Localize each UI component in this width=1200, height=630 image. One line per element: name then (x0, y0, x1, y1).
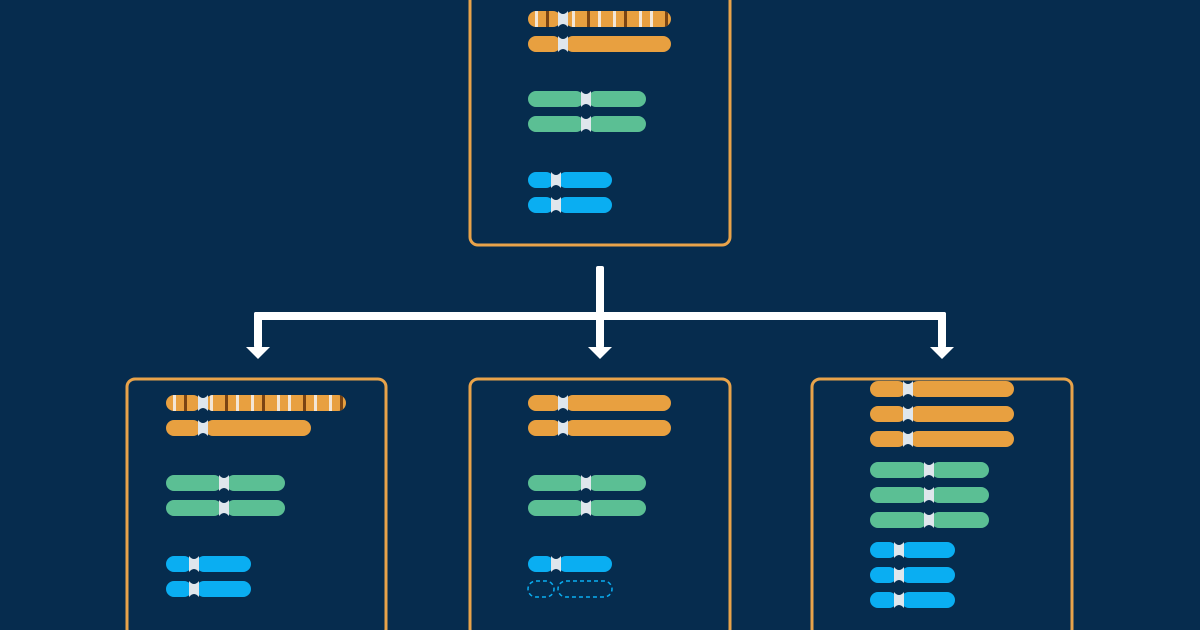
daughter-middle-chromosome-green (528, 475, 646, 491)
centromere (903, 406, 913, 422)
chromosome-icon (870, 567, 955, 583)
daughter-cell-icon (125, 377, 388, 630)
daughter-left-chromosome-green (166, 500, 285, 516)
daughter-right-chromosome-blue (870, 542, 955, 558)
daughter-left-chromosome-orange-short (166, 420, 311, 436)
chromosome-icon (528, 172, 612, 188)
arrow-down-icon (930, 347, 954, 359)
centromere (894, 567, 904, 583)
centromere (551, 556, 561, 572)
centromere (558, 420, 568, 436)
daughter-left-chromosome-blue (166, 581, 251, 597)
connector-stem (596, 266, 604, 348)
centromere (581, 116, 591, 132)
daughter-right-chromosome-green (870, 512, 989, 528)
centromere (558, 395, 568, 411)
daughter-right-chromosome-blue (870, 592, 955, 608)
parent-chromosome-blue (528, 197, 612, 213)
chromosome-icon (528, 556, 612, 572)
chromosome-icon (528, 11, 671, 27)
daughter-middle-chromosome-green (528, 500, 646, 516)
division-connectors (246, 266, 954, 359)
centromere (581, 475, 591, 491)
daughter-cell-left (125, 377, 388, 630)
arrow-down-icon (246, 347, 270, 359)
daughter-right-chromosome-orange (870, 381, 1014, 397)
centromere (198, 395, 208, 411)
chromosome-icon (870, 542, 955, 558)
centromere (198, 420, 208, 436)
centromere (924, 462, 934, 478)
daughter-middle-chromosome-orange (528, 395, 671, 411)
daughter-cell-right (810, 377, 1074, 630)
daughter-right-chromosome-green (870, 462, 989, 478)
chromosome-icon (528, 420, 671, 436)
centromere (903, 431, 913, 447)
connector-drop-left (254, 312, 262, 348)
daughter-cell-middle (468, 377, 732, 630)
missing-chromosome-arm (557, 580, 613, 598)
parent-chromosome-orange-banded (528, 11, 671, 27)
chromosome-icon (870, 431, 1014, 447)
daughter-right-chromosome-orange (870, 406, 1014, 422)
centromere (894, 542, 904, 558)
centromere (219, 475, 229, 491)
chromosome-icon (166, 581, 251, 597)
chromosome-icon (528, 395, 671, 411)
parent-cell-icon (468, 0, 732, 247)
centromere (189, 581, 199, 597)
chromosome-icon (528, 36, 671, 52)
daughter-middle-chromosome-orange (528, 420, 671, 436)
centromere (581, 91, 591, 107)
parent-cell (468, 0, 732, 247)
chromosome-icon (870, 406, 1014, 422)
missing-chromosome-arm (527, 580, 555, 598)
centromere (189, 556, 199, 572)
centromere (551, 172, 561, 188)
chromosome-icon (528, 197, 612, 213)
centromere (924, 512, 934, 528)
daughter-right-chromosome-blue (870, 567, 955, 583)
parent-chromosome-green (528, 91, 646, 107)
connector-drop-right (938, 312, 946, 348)
chromosome-icon (166, 556, 251, 572)
centromere (558, 36, 568, 52)
daughter-cell-icon (468, 377, 732, 630)
connector-bar (254, 312, 946, 320)
centromere (219, 500, 229, 516)
daughter-left-chromosome-green (166, 475, 285, 491)
centromere (903, 381, 913, 397)
chromosome-icon (870, 592, 955, 608)
centromere (558, 11, 568, 27)
daughter-right-chromosome-orange (870, 431, 1014, 447)
centromere (551, 197, 561, 213)
daughter-left-chromosome-orange-banded (166, 395, 346, 411)
chromosome-icon (166, 395, 346, 411)
chromosome-icon (870, 381, 1014, 397)
centromere (894, 592, 904, 608)
daughter-cell-icon (810, 377, 1074, 630)
parent-chromosome-green (528, 116, 646, 132)
centromere (581, 500, 591, 516)
daughter-right-chromosome-green (870, 487, 989, 503)
daughter-middle-chromosome-missing (527, 580, 613, 598)
daughter-left-chromosome-blue (166, 556, 251, 572)
parent-chromosome-orange (528, 36, 671, 52)
centromere (924, 487, 934, 503)
parent-chromosome-blue (528, 172, 612, 188)
daughter-middle-chromosome-blue (528, 556, 612, 572)
arrow-down-icon (588, 347, 612, 359)
chromosome-icon (166, 420, 311, 436)
